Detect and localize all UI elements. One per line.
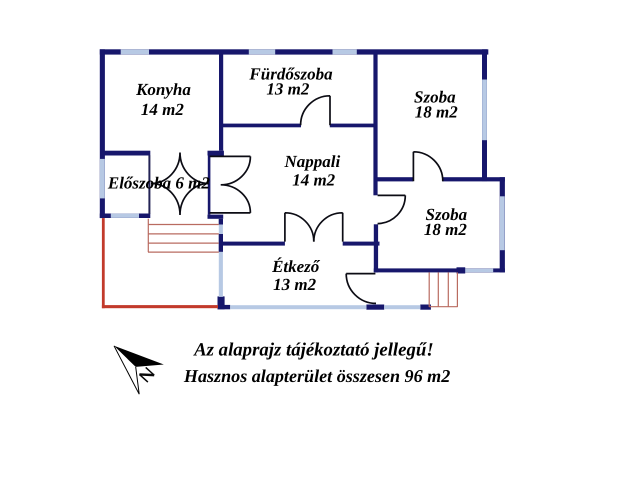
svg-text:Előszoba 6 m2: Előszoba 6 m2 (107, 174, 211, 193)
svg-text:Szoba: Szoba (414, 87, 456, 106)
svg-text:Fürdőszoba: Fürdőszoba (248, 64, 333, 83)
svg-text:14 m2: 14 m2 (292, 171, 335, 190)
svg-text:Nappali: Nappali (284, 152, 341, 171)
svg-text:18 m2: 18 m2 (424, 220, 467, 239)
svg-text:13 m2: 13 m2 (266, 79, 309, 98)
svg-text:Szoba: Szoba (426, 205, 468, 224)
svg-text:Az alaprajz tájékoztató jelleg: Az alaprajz tájékoztató jellegű! (193, 340, 433, 361)
svg-text:18 m2: 18 m2 (415, 103, 458, 122)
svg-text:Étkező: Étkező (271, 257, 321, 276)
svg-text:Hasznos alapterület összesen 9: Hasznos alapterület összesen 96 m2 (183, 366, 450, 386)
svg-text:14 m2: 14 m2 (141, 100, 184, 119)
svg-text:13 m2: 13 m2 (273, 275, 316, 294)
svg-text:Konyha: Konyha (135, 80, 191, 99)
